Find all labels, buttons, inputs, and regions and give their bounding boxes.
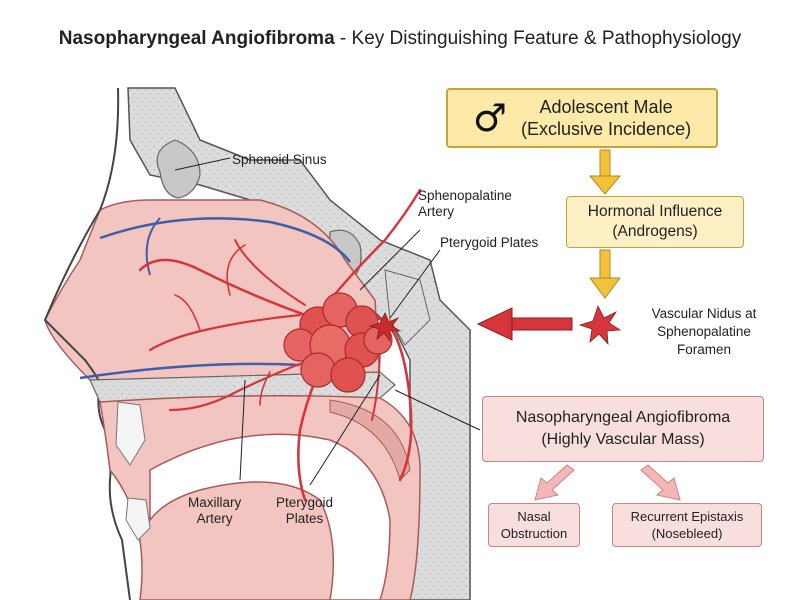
adolescent-male-box: ♂ Adolescent Male (Exclusive Incidence) (446, 88, 718, 148)
hormonal-line2: (Androgens) (612, 223, 698, 240)
nidus-line3: Foramen (676, 342, 732, 357)
nidus-star-flow (578, 304, 622, 346)
nidus-star-illustration (368, 312, 402, 343)
blue-vessel (99, 217, 352, 263)
label-maxillary-line1: Maxillary (188, 495, 242, 510)
pink-arrow-left (534, 464, 575, 501)
label-sphenopalatine-artery: Sphenopalatine Artery (418, 188, 512, 220)
label-pterygoid-bottom-line1: Pterygoid (276, 495, 334, 510)
epistaxis-line1: Recurrent Epistaxis (630, 509, 744, 524)
obstruction-line2: Obstruction (500, 526, 568, 541)
blue-vessel-3 (79, 362, 301, 380)
label-sphenopalatine-line2: Artery (418, 204, 455, 219)
red-arrow-left (476, 307, 573, 341)
leader-lines (174, 157, 481, 486)
mass-line2: (Highly Vascular Mass) (541, 431, 705, 448)
vascular-nidus-label: Vascular Nidus at Sphenopalatine Foramen (624, 305, 784, 359)
page-title: Nasopharyngeal Angiofibroma - Key Distin… (0, 28, 800, 50)
label-pterygoid-bottom-line2: Plates (285, 511, 324, 526)
male-symbol-icon: ♂ (472, 96, 507, 140)
epistaxis-line2: (Nosebleed) (651, 526, 723, 541)
label-sphenoid-sinus-text: Sphenoid Sinus (232, 152, 327, 167)
obstruction-line1: Nasal (517, 509, 551, 524)
adolescent-line1: Adolescent Male (539, 97, 673, 117)
pink-arrow-right (640, 464, 681, 501)
upper-teeth (115, 401, 146, 466)
label-sphenopalatine-line1: Sphenopalatine (418, 188, 512, 203)
blue-vessel-2 (145, 217, 161, 276)
yellow-arrow-2 (589, 249, 621, 299)
nidus-line1: Vascular Nidus at (651, 306, 757, 321)
label-pterygoid-plates-bottom: Pterygoid Plates (276, 495, 333, 527)
artery-network (138, 188, 422, 502)
yellow-arrow-1 (588, 149, 622, 195)
pterygoid-bone (384, 269, 431, 346)
hormonal-line1: Hormonal Influence (587, 203, 723, 220)
label-maxillary-line2: Artery (196, 511, 233, 526)
title-bold: Nasopharyngeal Angiofibroma (58, 28, 335, 49)
label-sphenoid-sinus: Sphenoid Sinus (232, 152, 327, 168)
adolescent-line2: (Exclusive Incidence) (521, 119, 692, 139)
soft-palate (329, 399, 411, 481)
angiofibroma-box: Nasopharyngeal Angiofibroma (Highly Vasc… (482, 396, 764, 462)
title-rest: - Key Distinguishing Feature & Pathophys… (334, 28, 742, 49)
lower-teeth (125, 497, 151, 541)
skull-bone (127, 87, 471, 600)
mass-line1: Nasopharyngeal Angiofibroma (515, 409, 731, 426)
epistaxis-box: Recurrent Epistaxis (Nosebleed) (612, 503, 762, 547)
hormonal-influence-box: Hormonal Influence (Androgens) (566, 196, 744, 248)
label-pterygoid-plates-top: Pterygoid Plates (440, 235, 538, 251)
label-maxillary-artery: Maxillary Artery (188, 495, 241, 527)
nasal-obstruction-box: Nasal Obstruction (488, 503, 580, 547)
label-pterygoid-plates-top-text: Pterygoid Plates (440, 235, 539, 250)
face-profile (43, 87, 131, 600)
nidus-line2: Sphenopalatine (657, 324, 751, 339)
